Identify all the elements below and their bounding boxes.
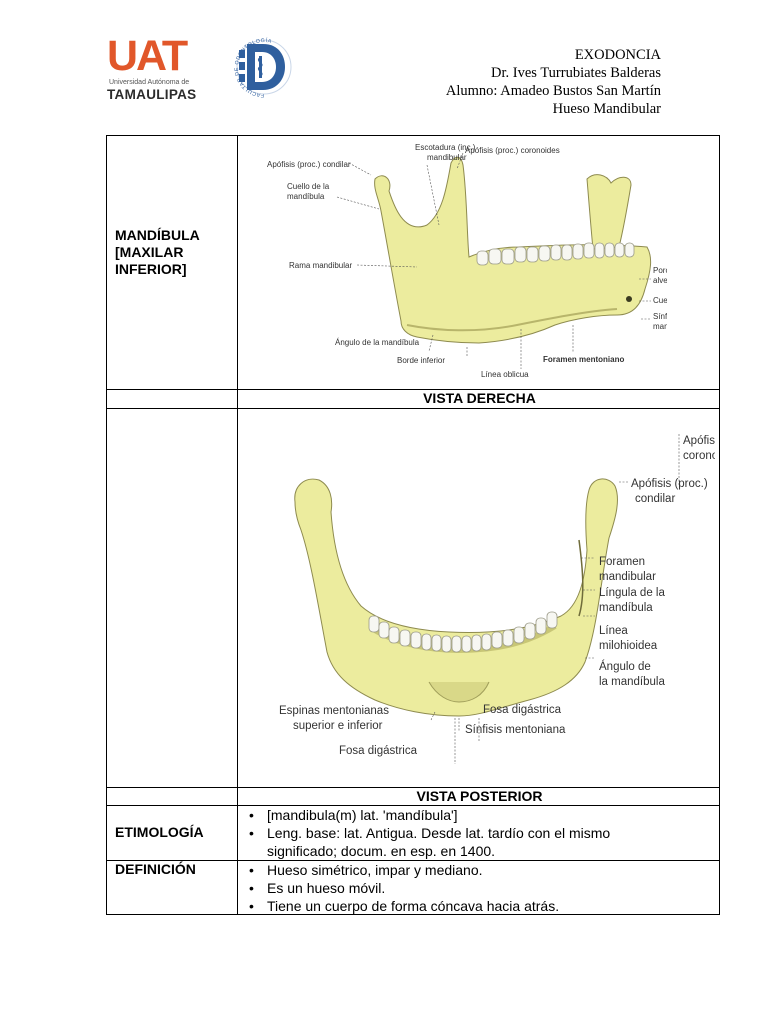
label-post-lingula-2: mandíbula	[599, 602, 653, 614]
label-post-espinas-2: superior e inferior	[293, 720, 383, 732]
etymology-item: Leng. base: lat. Antigua. Desde lat. tar…	[238, 824, 721, 860]
label-post-fosa-right: Fosa digástrica	[483, 704, 562, 716]
label-post-fosa-bottom: Fosa digástrica	[339, 745, 418, 757]
label-post-coronoides-2: coronoides	[683, 450, 715, 462]
label-sinfisis-2: mandibular	[653, 322, 667, 331]
caption-posterior-view: VISTA POSTERIOR	[238, 788, 721, 804]
uat-logo-name: TAMAULIPAS	[107, 87, 197, 102]
bone-label-cell: MANDÍBULA [MAXILAR INFERIOR]	[107, 135, 238, 389]
etymology-label: ETIMOLOGÍA	[115, 824, 204, 841]
label-post-sinfisis: Sínfisis mentoniana	[465, 724, 566, 736]
definition-list: Hueso simétrico, impar y mediano. Es un …	[238, 861, 721, 915]
label-cuello: Cuello de la	[287, 182, 330, 191]
etymology-label-cell: ETIMOLOGÍA	[107, 805, 238, 860]
bone-label: MANDÍBULA [MAXILAR INFERIOR]	[115, 227, 225, 278]
header-student: Alumno: Amadeo Bustos San Martín	[446, 82, 661, 100]
uat-logo-letters: UAT	[107, 36, 186, 76]
label-porcion: Porción	[653, 266, 667, 275]
table-border-bottom	[106, 914, 720, 915]
definition-label: DEFINICIÓN	[115, 861, 196, 878]
table-row-right-view: MANDÍBULA [MAXILAR INFERIOR]	[106, 135, 720, 389]
label-condilar: Apófisis (proc.) condilar	[267, 160, 351, 169]
label-post-foramen-2: mandibular	[599, 571, 656, 583]
table-row-caption-posterior: VISTA POSTERIOR	[106, 787, 720, 805]
header-course: EXODONCIA	[446, 46, 661, 64]
label-angulo: Ángulo de la mandíbula	[335, 338, 420, 347]
label-foramen-mentoniano: Foramen mentoniano	[543, 355, 624, 364]
label-linea-oblicua: Línea oblicua	[481, 370, 529, 379]
table-row-posterior-view: Apófisis (proc.) coronoides Apófisis (pr…	[106, 408, 720, 787]
posterior-left-cell	[107, 408, 238, 787]
etymology-item: [mandibula(m) lat. 'mandíbula']	[238, 806, 721, 824]
label-post-espinas: Espinas mentonianas	[279, 705, 389, 717]
label-post-foramen: Foramen	[599, 556, 645, 568]
definition-item: Es un hueso móvil.	[238, 879, 721, 897]
label-post-linea: Línea	[599, 625, 628, 637]
etymology-list: [mandibula(m) lat. 'mandíbula'] Leng. ba…	[238, 806, 721, 860]
label-post-lingula: Língula de la	[599, 587, 665, 599]
label-post-angulo-2: la mandíbula	[599, 676, 665, 688]
caption-posterior-left-cell	[107, 787, 238, 805]
label-porcion-2: alveolar	[653, 276, 667, 285]
logos: UAT Universidad Autónoma de TAMAULIPAS F…	[107, 36, 297, 106]
document-header: EXODONCIA Dr. Ives Turrubiates Balderas …	[446, 46, 661, 118]
caption-left-cell	[107, 389, 238, 408]
mandible-right-view-figure: Escotadura (inc.) mandibular Apófisis (p…	[267, 139, 667, 385]
header-teacher: Dr. Ives Turrubiates Balderas	[446, 64, 661, 82]
definition-label-cell: DEFINICIÓN	[107, 860, 238, 915]
label-post-coronoides: Apófisis (proc.)	[683, 435, 715, 447]
label-cuello-2: mandíbula	[287, 192, 325, 201]
label-cuerpo: Cuerpo	[653, 296, 667, 305]
label-escotadura-2: mandibular	[427, 153, 467, 162]
uat-logo-subtitle: Universidad Autónoma de	[109, 79, 189, 86]
label-post-condilar: Apófisis (proc.)	[631, 478, 708, 490]
caption-right-view: VISTA DERECHA	[238, 390, 721, 406]
label-borde: Borde inferior	[397, 356, 445, 365]
uat-logo: UAT Universidad Autónoma de TAMAULIPAS	[107, 36, 212, 102]
label-post-linea-2: milohioidea	[599, 640, 658, 652]
header-topic: Hueso Mandibular	[446, 100, 661, 118]
table-row-definition: DEFINICIÓN Hueso simétrico, impar y medi…	[106, 860, 720, 915]
definition-item: Tiene un cuerpo de forma cóncava hacia a…	[238, 897, 721, 915]
label-post-condilar-2: condilar	[635, 493, 675, 505]
label-post-angulo: Ángulo de	[599, 660, 651, 673]
label-coronoides: Apófisis (proc.) coronoides	[465, 146, 560, 155]
label-rama: Rama mandibular	[289, 261, 352, 270]
table-row-caption-right: VISTA DERECHA	[106, 389, 720, 408]
table-row-etymology: ETIMOLOGÍA [mandibula(m) lat. 'mandíbula…	[106, 805, 720, 860]
mandible-posterior-view-figure: Apófisis (proc.) coronoides Apófisis (pr…	[279, 420, 715, 782]
definition-item: Hueso simétrico, impar y mediano.	[238, 861, 721, 879]
label-sinfisis: Sínfisis	[653, 312, 667, 321]
